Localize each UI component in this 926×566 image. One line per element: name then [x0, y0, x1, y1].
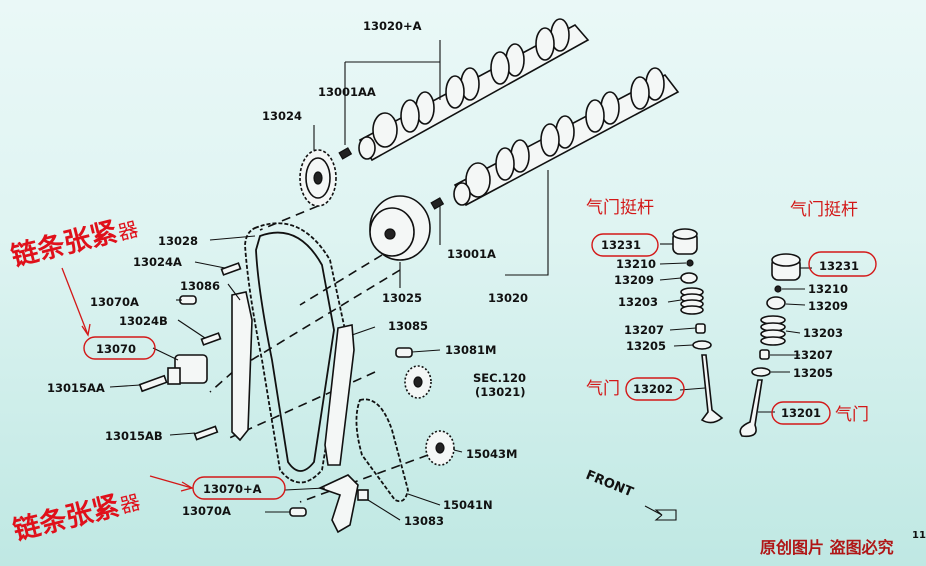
- lower-camshaft: [430, 67, 680, 210]
- annotation-tappet-middle: 气门挺杆: [586, 198, 654, 218]
- valve-train-right: [739, 253, 801, 438]
- timing-chain-13028: [244, 222, 346, 484]
- label-13085: 13085: [388, 319, 428, 333]
- label-right-13203: 13203: [803, 326, 843, 340]
- chain-guide-13085: [324, 324, 355, 466]
- label-right-13207: 13207: [793, 348, 833, 362]
- page-number: 11: [912, 530, 926, 541]
- label-mid-13207: 13207: [624, 323, 664, 337]
- annotation-valve-right: 气门: [835, 405, 869, 425]
- upper-camshaft: [338, 18, 590, 162]
- label-13028: 13028: [158, 234, 198, 248]
- tensioner-arm-13070A: [317, 474, 359, 534]
- valve-train-middle: [672, 228, 724, 424]
- label-13024: 13024: [262, 109, 302, 123]
- label-right-13231: 13231: [819, 259, 859, 273]
- crank-sprocket-sec120: [404, 365, 432, 399]
- label-right-13210: 13210: [808, 282, 848, 296]
- label-mid-13202: 13202: [633, 382, 673, 396]
- label-13001AA: 13001AA: [318, 85, 376, 99]
- label-13025: 13025: [382, 291, 422, 305]
- bracket-13020: [439, 170, 549, 276]
- svg-text:链条张紧: 链条张紧: [8, 216, 121, 273]
- label-13024A: 13024A: [133, 255, 182, 269]
- label-right-13205: 13205: [793, 366, 833, 380]
- chain-guide-13086: [231, 291, 253, 442]
- label-13070: 13070: [96, 342, 136, 356]
- label-13015AB: 13015AB: [105, 429, 163, 443]
- sprocket-15043M: [425, 430, 455, 466]
- front-arrow: [644, 505, 677, 521]
- oil-pump-chain-15041N: [355, 398, 409, 503]
- label-15041N: 15041N: [443, 498, 493, 512]
- watermark-text: 原创图片 盗图必究: [760, 538, 894, 557]
- red-ovals: [83, 233, 877, 500]
- red-arrows: [61, 267, 194, 492]
- label-13086: 13086: [180, 279, 220, 293]
- label-right-13209: 13209: [808, 299, 848, 313]
- label-13020: 13020: [488, 291, 528, 305]
- annotation-tensioner-bottom: 链条张紧 器: [10, 490, 143, 547]
- label-13083: 13083: [404, 514, 444, 528]
- sprocket-13024: [299, 149, 337, 207]
- label-sec120: SEC.120: [473, 371, 526, 385]
- label-mid-13210: 13210: [616, 257, 656, 271]
- label-13001A: 13001A: [447, 247, 496, 261]
- annotation-valve-middle: 气门: [586, 379, 620, 399]
- label-13015AA: 13015AA: [47, 381, 105, 395]
- svg-text:器: 器: [117, 490, 142, 518]
- svg-text:链条张紧: 链条张紧: [10, 490, 123, 547]
- label-13070A-lower: 13070A: [182, 504, 231, 518]
- bracket-13020A: [345, 40, 441, 100]
- label-sec120-sub: (13021): [475, 385, 526, 399]
- label-13020A: 13020+A: [363, 19, 422, 33]
- label-13070plusA: 13070+A: [203, 482, 262, 496]
- tensioner-13070-part: [167, 354, 208, 385]
- label-15043M: 15043M: [466, 447, 517, 461]
- annotation-tensioner-top: 链条张紧 器: [8, 216, 141, 273]
- annotation-tappet-right: 气门挺杆: [790, 200, 858, 220]
- label-13024B: 13024B: [119, 314, 168, 328]
- label-mid-13203: 13203: [618, 295, 658, 309]
- label-13081M: 13081M: [445, 343, 496, 357]
- label-13070A-upper: 13070A: [90, 295, 139, 309]
- vtc-sprocket-13025: [369, 195, 431, 261]
- label-right-13201: 13201: [781, 406, 821, 420]
- label-mid-13205: 13205: [626, 339, 666, 353]
- label-mid-13209: 13209: [614, 273, 654, 287]
- label-mid-13231: 13231: [601, 238, 641, 252]
- label-front: FRONT: [584, 468, 636, 501]
- svg-text:器: 器: [115, 217, 140, 245]
